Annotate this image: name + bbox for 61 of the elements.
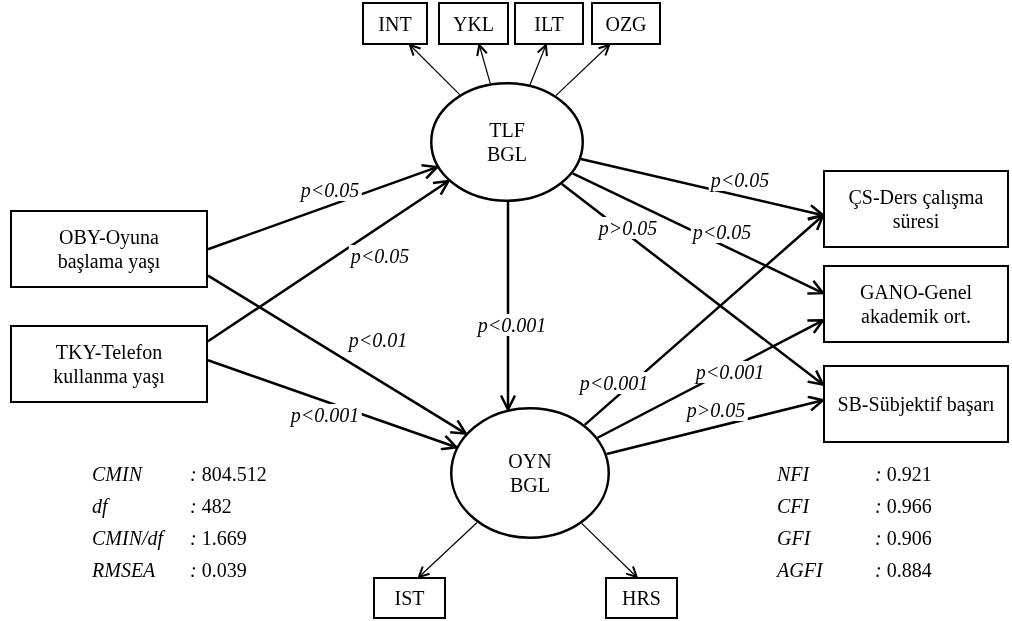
- fit-index-value: : 0.884: [875, 558, 932, 582]
- arrow: [581, 522, 638, 578]
- variable-box: [823, 170, 1009, 248]
- variable-box: [362, 2, 428, 45]
- variable-box: [823, 365, 1009, 443]
- fit-index-name: CMIN/df: [92, 526, 164, 550]
- variable-box: [514, 2, 584, 45]
- fit-index-value: : 0.966: [875, 494, 932, 518]
- arrow: [529, 44, 548, 86]
- arrow: [572, 172, 825, 295]
- arrow: [207, 179, 450, 343]
- arrow: [583, 214, 825, 426]
- edge-label: p<0.001: [288, 404, 362, 426]
- arrow: [476, 44, 491, 85]
- fit-index-value: : 804.512: [190, 462, 267, 486]
- fit-index-name: NFI: [777, 462, 810, 486]
- arrow: [555, 44, 611, 97]
- node-label: GANO-Genel akademik ort.: [858, 280, 974, 328]
- edge-label: p>0.05: [596, 217, 660, 239]
- fit-index-value: : 0.039: [190, 558, 247, 582]
- latent-variable-ellipse: [430, 82, 584, 202]
- fit-index-value: : 1.669: [190, 526, 247, 550]
- node-label: TLF BGL: [486, 118, 528, 166]
- fit-index-value: : 0.921: [875, 462, 932, 486]
- variable-box: [438, 2, 509, 45]
- variable-box: [591, 2, 661, 45]
- node-label: ÇS-Ders çalışma süresi: [847, 185, 985, 233]
- fit-index-name: AGFI: [777, 558, 823, 582]
- arrow: [499, 202, 517, 411]
- latent-variable-ellipse: [450, 407, 610, 539]
- node-label: HRS: [622, 586, 661, 610]
- arrow: [207, 359, 458, 451]
- node-label: INT: [378, 11, 412, 36]
- arrow: [561, 183, 825, 386]
- node-label: YKL: [452, 11, 495, 36]
- arrow: [580, 157, 825, 221]
- fit-index-value: : 0.906: [875, 526, 932, 550]
- arrow: [417, 521, 478, 578]
- node-label: TKY-Telefon kullanma yaşı: [52, 340, 166, 388]
- fit-index-name: CFI: [777, 494, 810, 518]
- node-label: ILT: [534, 11, 564, 36]
- arrow: [207, 274, 468, 435]
- node-label: OZG: [605, 11, 647, 36]
- node-label: OBY-Oyuna başlama yaşı: [56, 225, 162, 273]
- arrow: [409, 44, 461, 96]
- fit-index-name: GFI: [777, 526, 811, 550]
- node-label: SB-Sübjektif başarı: [837, 392, 995, 416]
- variable-box: [10, 325, 208, 403]
- arrow: [207, 163, 439, 251]
- variable-box: [823, 265, 1009, 343]
- fit-index-value: : 482: [190, 494, 232, 518]
- fit-index-name: RMSEA: [92, 558, 156, 582]
- node-label: IST: [394, 586, 425, 610]
- variable-box: [605, 577, 678, 619]
- arrow: [606, 395, 825, 456]
- fit-index-name: df: [92, 494, 108, 518]
- fit-index-name: CMIN: [92, 462, 142, 486]
- node-label: OYN BGL: [507, 449, 553, 497]
- variable-box: [373, 577, 446, 619]
- variable-box: [10, 210, 208, 288]
- edge-label: p<0.05: [348, 245, 412, 267]
